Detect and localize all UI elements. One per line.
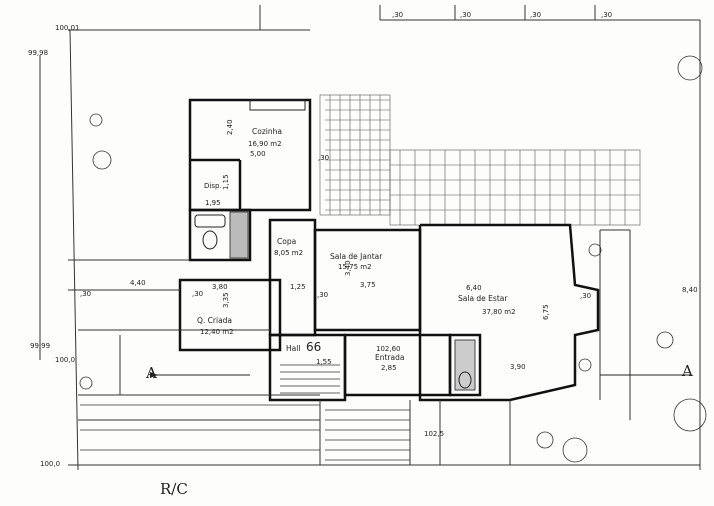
dim-440: 4,40: [130, 279, 146, 287]
section-a-left: A: [145, 364, 157, 382]
fixtures: [194, 99, 476, 391]
room-cozinha-name: Cozinha: [252, 127, 282, 136]
dim-675: 6,75: [542, 304, 550, 320]
dim-335: 3,35: [222, 292, 230, 308]
section-markers: A A: [145, 362, 693, 382]
section-a-right: A: [681, 362, 693, 380]
room-labels: Cozinha 16,90 m2 5,00 Disp. 1,95 Copa 8,…: [197, 127, 516, 372]
dim-030-g: ,30: [460, 11, 471, 19]
level-99-98: 99,98: [28, 49, 48, 57]
terrace-hatch: [319, 94, 641, 226]
sheet-label: R/C: [160, 480, 188, 498]
dim-030-c: ,30: [318, 154, 329, 162]
room-hall-name: Hall: [286, 344, 300, 353]
room-criada-name: Q. Criada: [197, 316, 232, 325]
dim-340: 3,40: [344, 260, 352, 276]
level-99-99: 99,99: [30, 342, 50, 350]
room-disp-dim: 1,95: [205, 199, 221, 207]
room-estar-name: Sala de Estar: [458, 294, 508, 303]
level-marks: 100,01 99,98 99,99 100,0 100,0: [28, 24, 80, 468]
dim-030-d: ,30: [317, 291, 328, 299]
dim-125: 1,25: [290, 283, 306, 291]
dim-030-f: ,30: [392, 11, 403, 19]
dim-030-a: ,30: [80, 290, 91, 298]
room-entrada-name: Entrada: [375, 353, 404, 362]
building-walls: [178, 98, 600, 402]
dimension-labels: 4,40 3,80 3,35 3,75 6,40 6,75 3,90 3,40 …: [80, 11, 698, 438]
dim-375: 3,75: [360, 281, 376, 289]
page-number-annotation: 66: [306, 340, 321, 354]
level-100-0-a: 100,0: [55, 356, 75, 364]
dim-030-b: ,30: [192, 290, 203, 298]
level-100-01: 100,01: [55, 24, 80, 32]
room-estar-area: 37,80 m2: [482, 308, 516, 316]
dim-1026: 102,60: [376, 345, 401, 353]
room-copa-area: 8,05 m2: [274, 249, 303, 257]
room-jantar-area: 15,75 m2: [338, 263, 372, 271]
dim-1025: 102,5: [424, 430, 444, 438]
dim-840: 8,40: [682, 286, 698, 294]
dim-030-h: ,30: [530, 11, 541, 19]
room-cozinha-area: 16,90 m2: [248, 140, 282, 148]
dim-115: 1,15: [222, 174, 230, 190]
interior-lines: [68, 229, 631, 465]
room-entrada-area: 2,85: [381, 364, 397, 372]
room-jantar-name: Sala de Jantar: [330, 252, 383, 261]
dim-155: 1,55: [316, 358, 332, 366]
dim-640: 6,40: [466, 284, 482, 292]
room-copa-name: Copa: [277, 237, 296, 246]
dim-030-i: ,30: [601, 11, 612, 19]
landscape-shrubs: [79, 55, 707, 463]
dim-030-e: ,30: [580, 292, 591, 300]
dim-390: 3,90: [510, 363, 526, 371]
stairs: [80, 364, 410, 461]
dim-240: 2,40: [226, 119, 234, 135]
room-disp-name: Disp.: [204, 182, 222, 190]
room-criada-area: 12,40 m2: [200, 328, 234, 336]
dim-380: 3,80: [212, 283, 228, 291]
site-boundary: [39, 5, 701, 471]
room-cozinha-dim: 5,00: [250, 150, 266, 158]
level-100-0-b: 100,0: [40, 460, 60, 468]
